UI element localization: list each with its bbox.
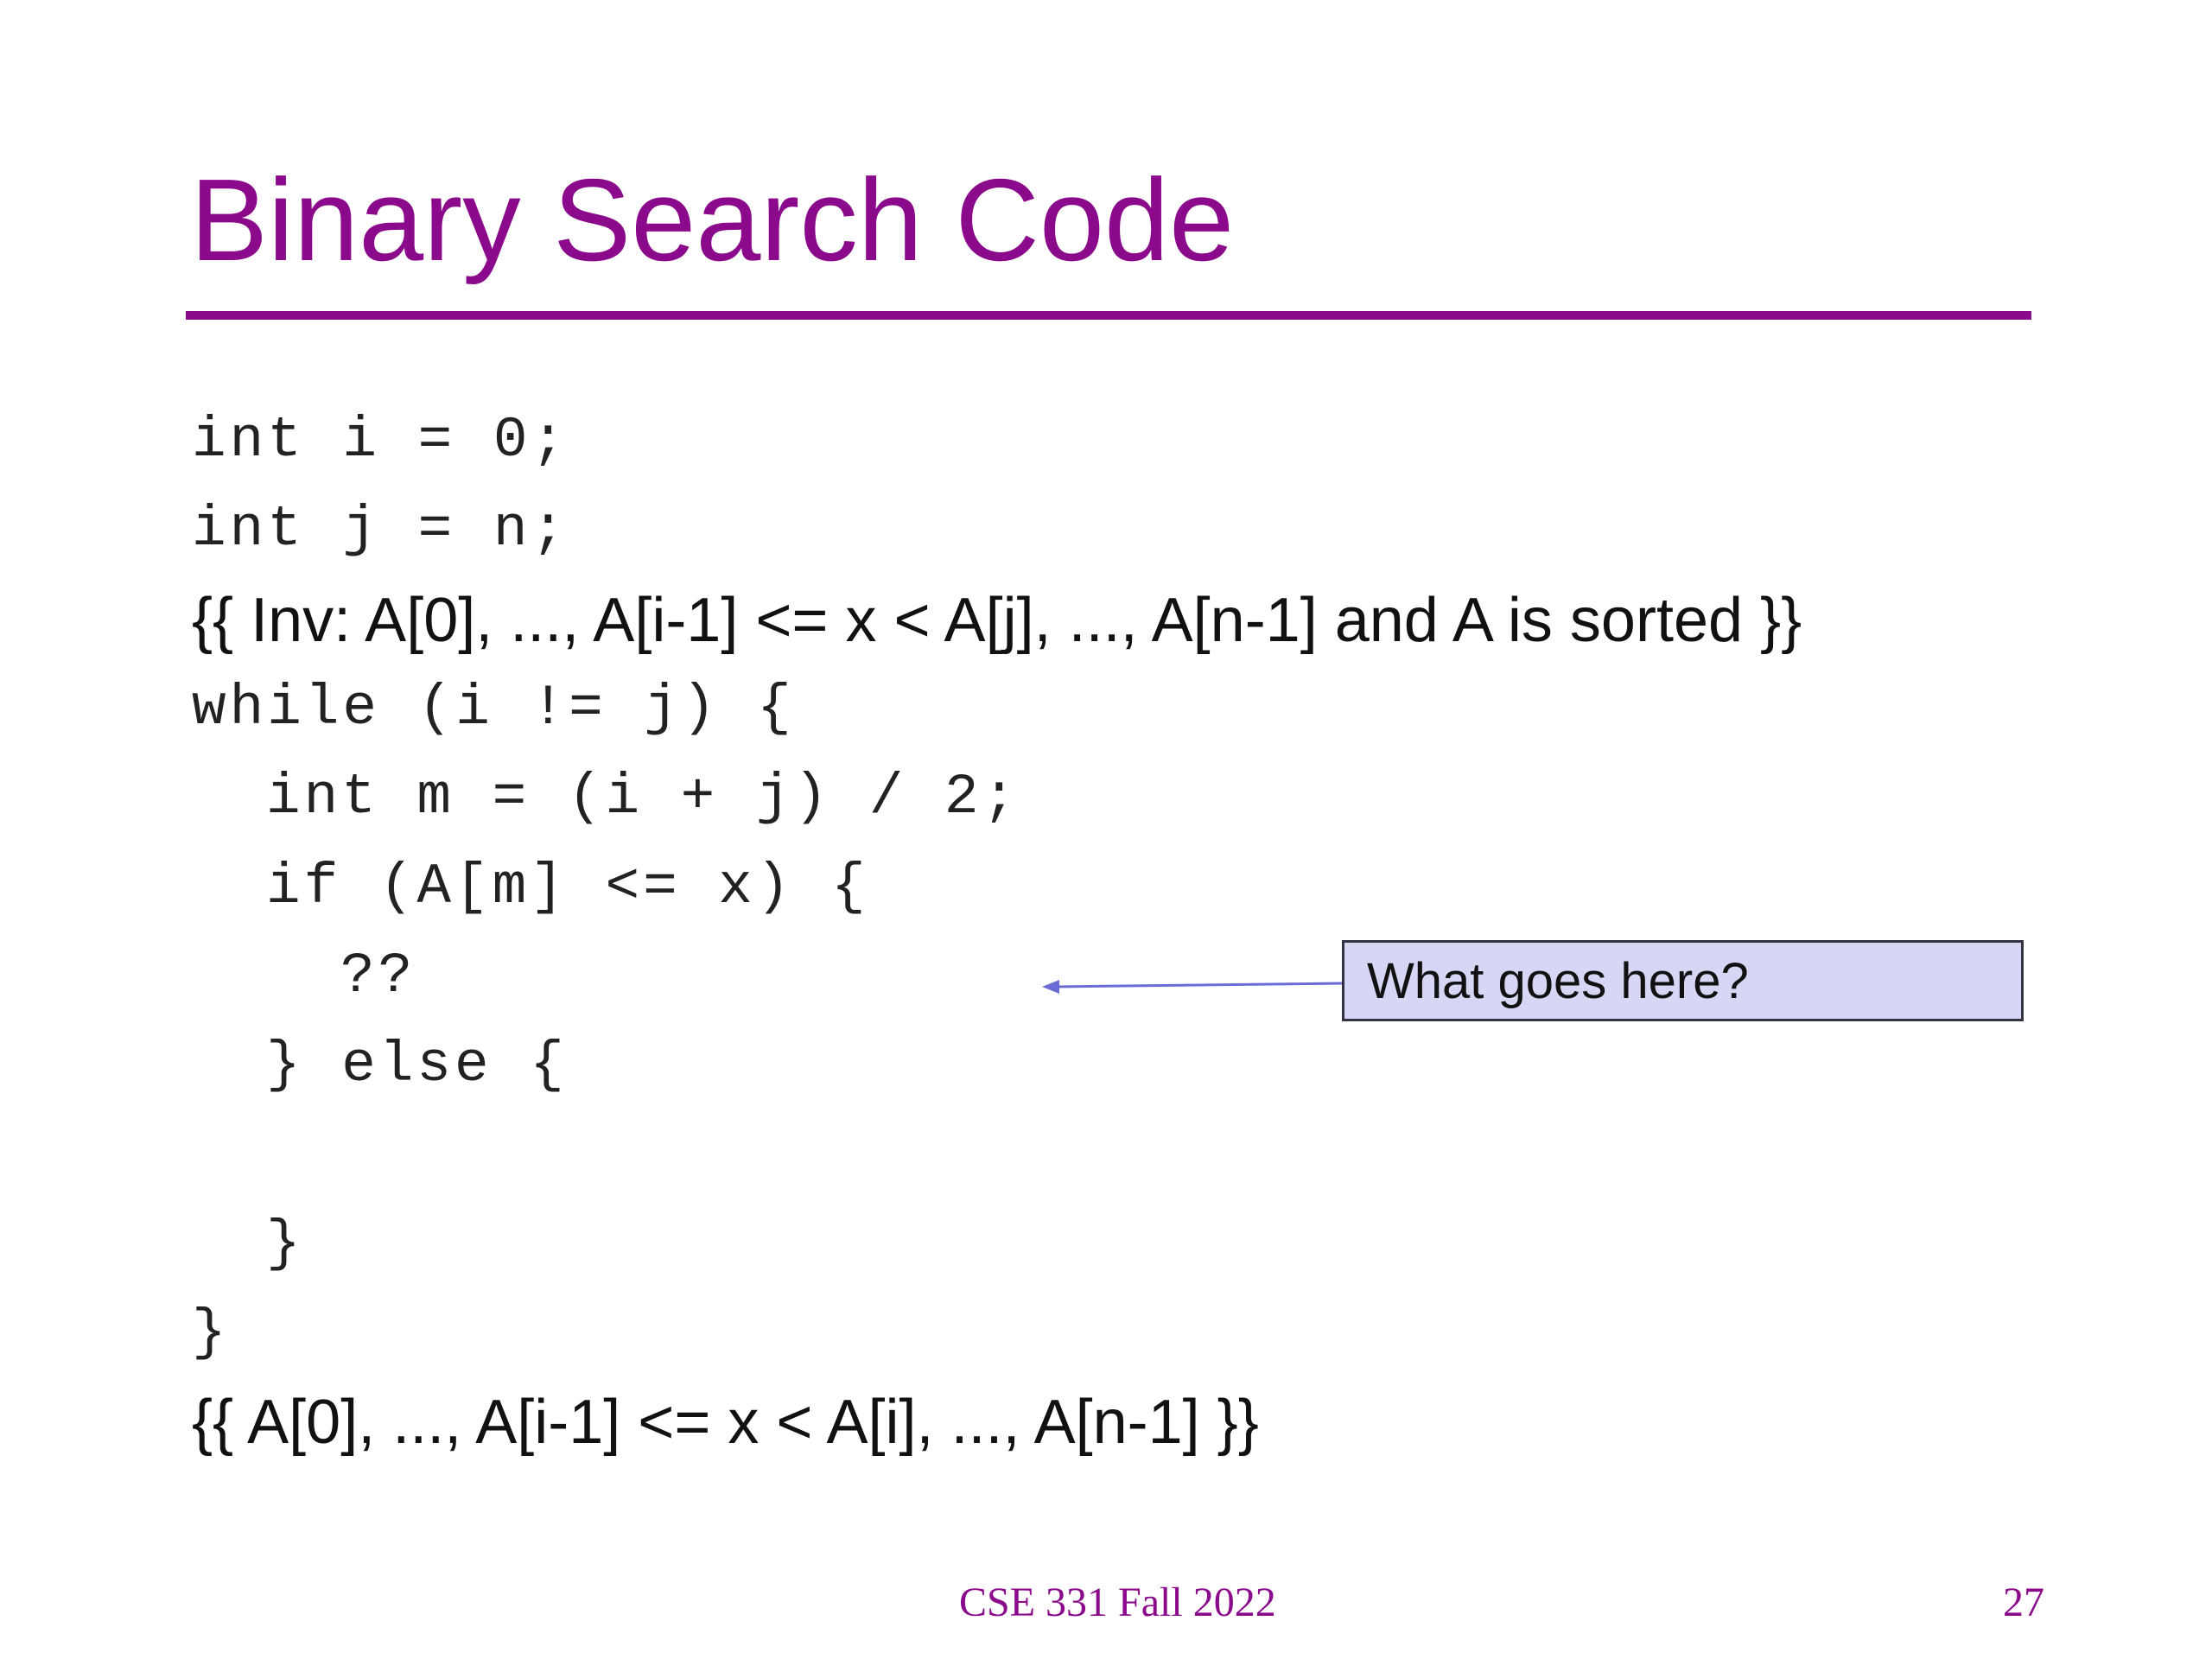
code-line-close-while: } [192,1300,230,1365]
callout-box: What goes here? [1342,940,2024,1021]
code-line-midpoint: int m = (i + j) / 2; [266,765,1020,830]
code-line-if: if (A[m] <= x) { [266,855,869,919]
footer-course: CSE 331 Fall 2022 [959,1580,1276,1625]
page-number: 27 [2003,1580,2044,1625]
code-line-placeholder: ?? [340,944,416,1008]
callout-arrow [1042,980,1344,994]
callout-arrow-line [1055,982,1344,988]
postcondition: {{ A[0], ..., A[i-1] <= x < A[i], ..., A… [192,1388,1259,1457]
slide-title: Binary Search Code [190,155,1235,285]
callout-arrow-head [1042,980,1059,994]
code-line-init-i: int i = 0; [192,408,569,473]
code-line-init-j: int j = n; [192,497,569,562]
code-line-else: } else { [266,1033,568,1097]
title-underline [186,311,2031,320]
loop-invariant: {{ Inv: A[0], ..., A[i-1] <= x < A[j], .… [192,586,1802,655]
code-line-close-if: } [266,1211,304,1276]
code-line-while: while (i != j) { [192,676,795,741]
